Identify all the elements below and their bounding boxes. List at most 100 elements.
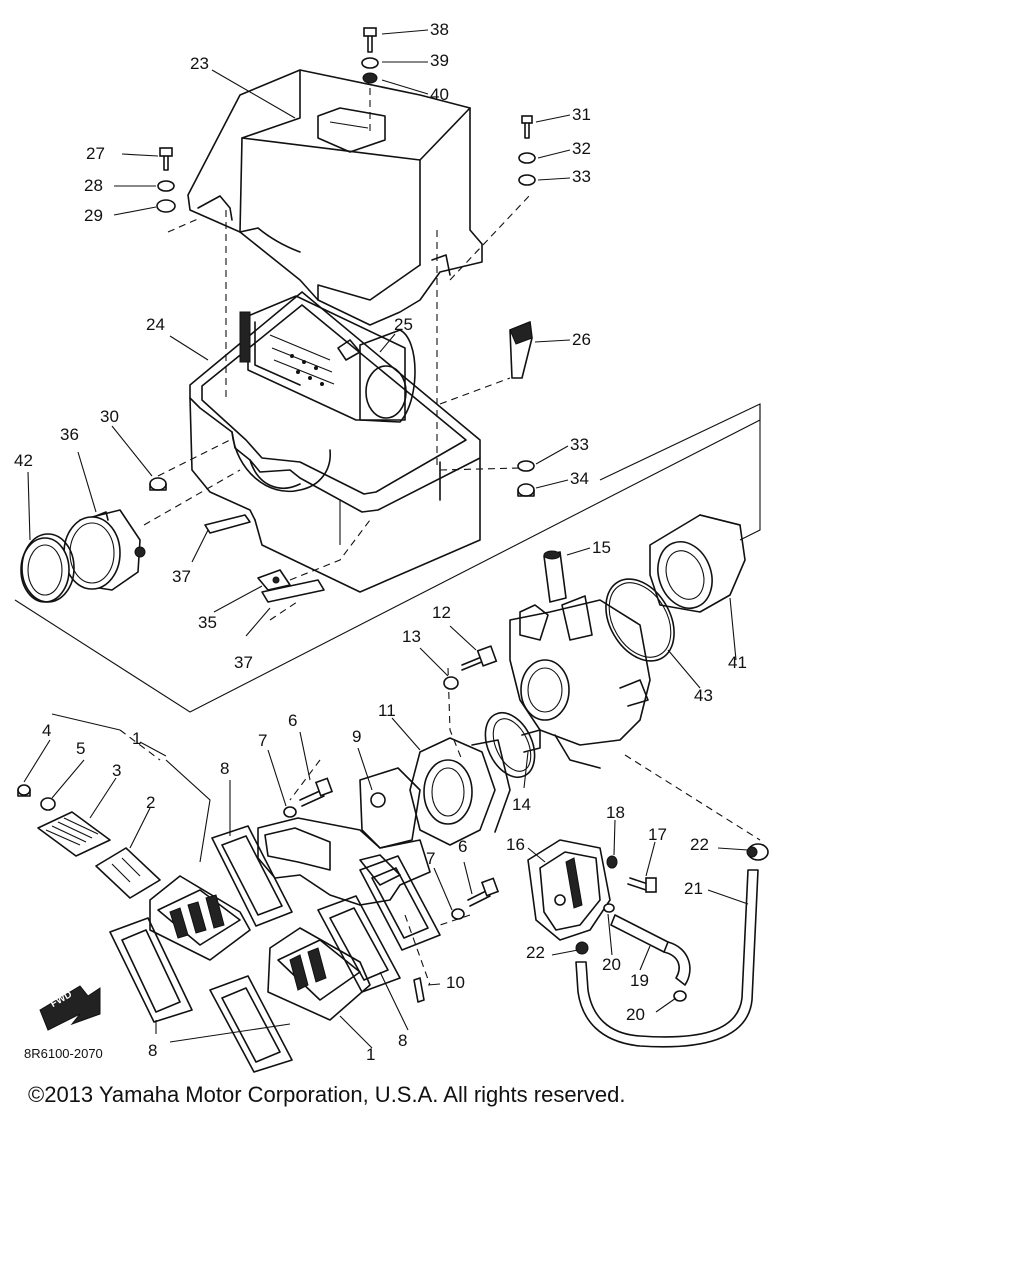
callout-29: 29 — [84, 206, 103, 225]
callout-7-lower: 7 — [426, 849, 436, 868]
callout-28: 28 — [84, 176, 103, 195]
joint-41 — [649, 514, 746, 613]
callout-25: 25 — [394, 315, 413, 334]
fwd-arrow — [39, 985, 101, 1031]
callout-8-bottom: 8 — [148, 1041, 158, 1060]
gasket-8b — [109, 917, 193, 1023]
intake-funnel — [63, 509, 146, 591]
callout-11: 11 — [378, 701, 396, 720]
clip-35-hole — [272, 576, 280, 584]
pipe-15 — [543, 550, 567, 603]
airbox-base — [189, 291, 481, 593]
nut-18 — [606, 855, 618, 869]
callout-13: 13 — [402, 627, 421, 646]
callout-26: 26 — [572, 330, 591, 349]
clip-22a — [746, 843, 769, 861]
washer-33a — [518, 174, 536, 186]
clip-20b — [673, 990, 687, 1002]
callout-41: 41 — [728, 653, 747, 672]
callout-21: 21 — [684, 879, 703, 898]
hose-21 — [575, 869, 759, 1048]
gasket-8d — [317, 895, 401, 993]
pad-37a — [204, 514, 251, 534]
callout-40: 40 — [430, 85, 449, 104]
washer-32 — [518, 152, 536, 164]
nut-34 — [517, 483, 535, 497]
callout-22-right: 22 — [690, 835, 709, 854]
washer-13 — [443, 676, 459, 690]
group-frame — [14, 403, 761, 713]
clip-22b — [575, 941, 589, 955]
washer-29 — [156, 199, 176, 213]
callout-9: 9 — [352, 727, 362, 746]
bolt-6a — [299, 777, 334, 807]
callout-20-lower: 20 — [626, 1005, 645, 1024]
washer-5 — [40, 797, 56, 811]
gasket-8a — [211, 825, 293, 927]
clamp-14 — [484, 712, 541, 778]
pump-16 — [527, 839, 611, 941]
callout-1-upper: 1 — [132, 729, 142, 748]
washer-7b — [451, 908, 465, 920]
nut-4 — [17, 784, 31, 797]
clip-20a — [603, 903, 615, 913]
reed-block-1a — [149, 875, 251, 961]
copyright-notice: ©2013 Yamaha Motor Corporation, U.S.A. A… — [28, 1082, 626, 1107]
hose-19 — [610, 914, 691, 986]
filter-element — [239, 295, 416, 423]
drawing-code: 8R6100-2070 — [24, 1046, 103, 1061]
callout-32: 32 — [572, 139, 591, 158]
callout-4: 4 — [42, 721, 52, 740]
callout-42: 42 — [14, 451, 33, 470]
callout-12: 12 — [432, 603, 451, 622]
nut-30-side — [149, 483, 167, 491]
bracket-26 — [509, 321, 533, 379]
screw-12 — [461, 645, 498, 671]
callout-8-right: 8 — [398, 1031, 408, 1050]
reed-petal-2 — [95, 847, 161, 899]
callout-24: 24 — [146, 315, 165, 334]
reed-block-1b — [267, 927, 371, 1021]
callout-10: 10 — [446, 973, 465, 992]
callout-17: 17 — [648, 825, 667, 844]
funnel-ring-42 — [20, 533, 75, 603]
callout-6-upper: 6 — [288, 711, 298, 730]
carburetor — [509, 595, 651, 769]
callout-3: 3 — [112, 761, 122, 780]
assembly-lines — [119, 88, 761, 986]
callout-27: 27 — [86, 144, 105, 163]
airbox-cover — [187, 69, 483, 326]
nut-30 — [149, 477, 167, 491]
clip-35 — [257, 569, 291, 591]
callout-43: 43 — [694, 686, 713, 705]
callout-8-upper: 8 — [220, 759, 230, 778]
callout-39: 39 — [430, 51, 449, 70]
callout-35: 35 — [198, 613, 217, 632]
callout-36: 36 — [60, 425, 79, 444]
bolt-17 — [627, 877, 657, 893]
reed-stopper-3 — [37, 811, 111, 857]
callout-18: 18 — [606, 803, 625, 822]
callout-14: 14 — [512, 795, 531, 814]
callout-38: 38 — [430, 20, 449, 39]
callout-23: 23 — [190, 54, 209, 73]
callout-2: 2 — [146, 793, 156, 812]
callout-1-lower: 1 — [366, 1045, 376, 1064]
manifold-joint-11 — [409, 737, 511, 846]
bolt-27 — [159, 147, 173, 171]
gasket-manifold — [359, 855, 441, 951]
oring-43 — [605, 578, 675, 662]
callout-7-upper: 7 — [258, 731, 268, 750]
callout-37-upper: 37 — [172, 567, 191, 586]
callout-19: 19 — [630, 971, 649, 990]
callout-31: 31 — [572, 105, 591, 124]
nut-34-side — [517, 489, 535, 497]
callout-22-left: 22 — [526, 943, 545, 962]
washer-28 — [157, 180, 175, 192]
washer-33b — [517, 460, 535, 472]
callout-33-bottom: 33 — [570, 435, 589, 454]
bolt-6b — [467, 877, 500, 907]
washer-39 — [361, 57, 379, 69]
